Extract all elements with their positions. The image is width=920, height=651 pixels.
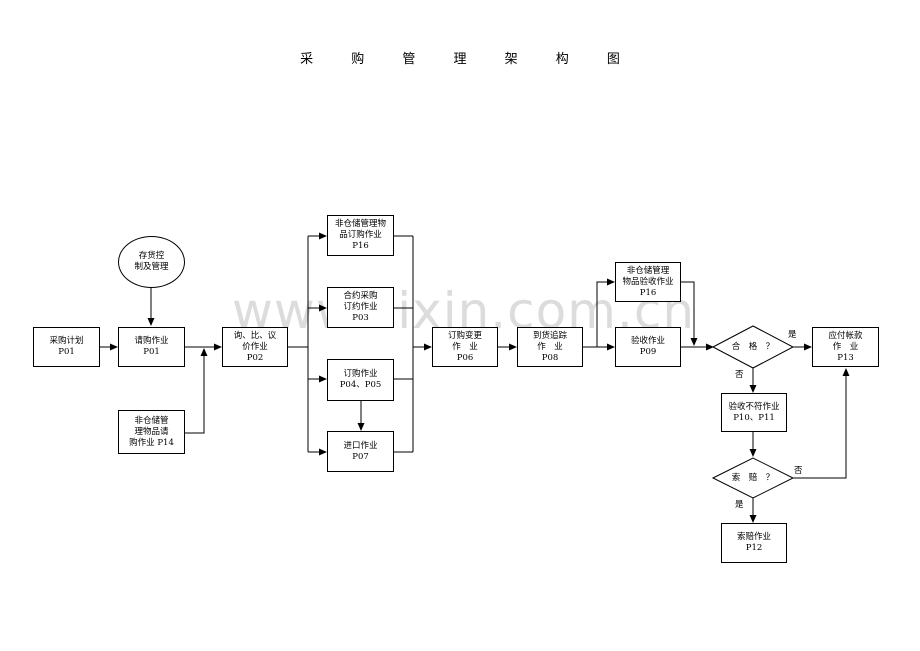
decision-claim-shape <box>711 457 795 499</box>
node-delivery-tracking: 到货追踪 作 业 P08 <box>517 327 583 367</box>
decision-claim-label: 索 赔 ？ <box>731 473 775 483</box>
edge-label-claim-no: 否 <box>794 466 803 476</box>
decision-qualified-shape <box>711 325 795 369</box>
node-nonconforming: 验收不符作业 P10、P11 <box>721 393 787 432</box>
node-nonstock-requisition: 非仓储管 理物品请 购作业 P14 <box>118 410 185 454</box>
node-order: 订购作业 P04、P05 <box>327 359 394 401</box>
node-nonstock-order: 非仓储管理物 品订购作业 P16 <box>327 215 394 256</box>
decision-qualified-label: 合 格 ？ <box>731 342 775 352</box>
node-receiving: 验收作业 P09 <box>615 327 681 367</box>
node-contract-purchase: 合约采购 订约作业 P03 <box>327 287 394 328</box>
edge-nonstockreceive-qualified <box>681 281 698 346</box>
edge-label-claim-yes: 是 <box>735 500 744 510</box>
edge-tracking-nonstockreceive <box>596 278 615 347</box>
node-purchase-plan: 采购计划 P01 <box>33 327 100 367</box>
node-order-change: 订购变更 作 业 P06 <box>432 327 498 367</box>
edge-label-qualified-no: 否 <box>735 370 744 380</box>
node-inventory-control: 存货控 制及管理 <box>118 236 185 288</box>
node-claim: 索赔作业 P12 <box>721 523 787 563</box>
page-title: 采 购 管 理 架 构 图 <box>300 52 637 67</box>
node-inquiry: 询、比、议 价作业 P02 <box>222 327 288 367</box>
node-nonstock-receiving: 非仓储管理 物品验收作业 P16 <box>615 262 681 302</box>
node-accounts-payable: 应付帐款 作 业 P13 <box>812 327 879 367</box>
node-import: 进口作业 P07 <box>327 431 394 472</box>
edge-label-qualified-yes: 是 <box>788 330 797 340</box>
edge-claimq-payable <box>793 368 850 479</box>
node-requisition: 请购作业 P01 <box>118 327 185 367</box>
edge-nonstockreq-main <box>185 348 208 434</box>
